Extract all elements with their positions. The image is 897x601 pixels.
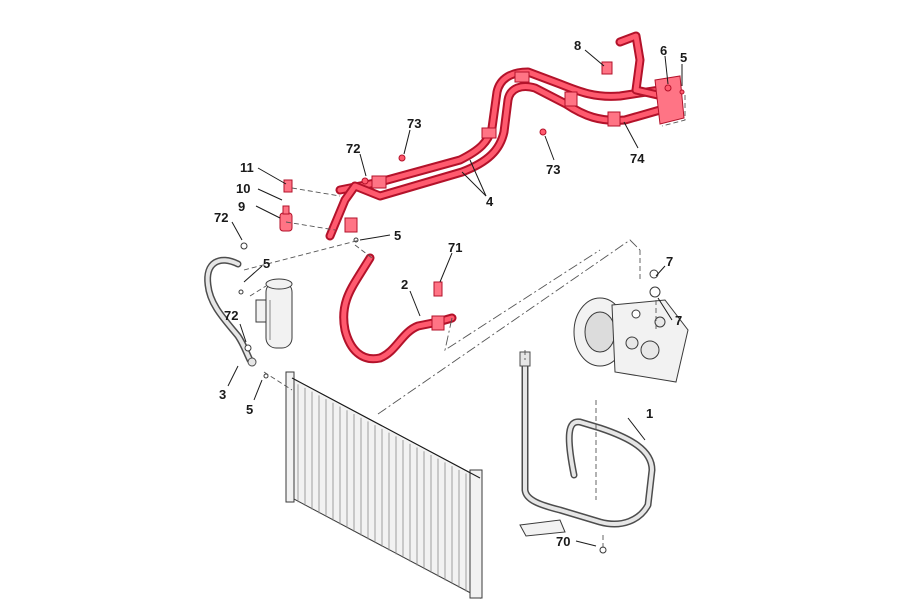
pipe-2-red [339,253,457,364]
callout-10: 10 [236,181,250,196]
bolt-71 [433,281,443,297]
callout-72-a: 72 [214,210,228,225]
condenser [285,371,483,599]
callout-71: 71 [448,240,462,255]
callout-numbers: 1 2 3 4 5 5 5 5 6 7 7 8 9 10 11 70 71 72… [214,38,687,549]
callout-72-c: 72 [224,308,238,323]
valve-8 [601,61,613,75]
callout-74: 74 [630,151,645,166]
callout-8: 8 [574,38,581,53]
callout-4: 4 [486,194,494,209]
callout-2: 2 [401,277,408,292]
callout-5-d: 5 [680,50,687,65]
callout-7-b: 7 [675,313,682,328]
assembly-lines [243,95,686,548]
valve-11 [283,179,293,193]
callout-7-a: 7 [666,254,673,269]
callout-5-b: 5 [263,256,270,271]
callout-72-b: 72 [346,141,360,156]
callout-1: 1 [646,406,653,421]
callout-5-a: 5 [394,228,401,243]
callout-73-a: 73 [407,116,421,131]
pipe-1-grey [519,351,656,537]
callout-3: 3 [219,387,226,402]
callout-73-b: 73 [546,162,560,177]
callout-9: 9 [238,199,245,214]
receiver-drier [255,278,293,349]
callout-11: 11 [240,160,254,175]
callout-70: 70 [556,534,570,549]
pipe-4-red [325,31,685,241]
seal-rings [238,84,685,554]
callout-5-c: 5 [246,402,253,417]
pressure-switch-9 [279,205,293,232]
callout-6: 6 [660,43,667,58]
ac-compressor [573,297,689,383]
leader-lines [227,49,683,547]
